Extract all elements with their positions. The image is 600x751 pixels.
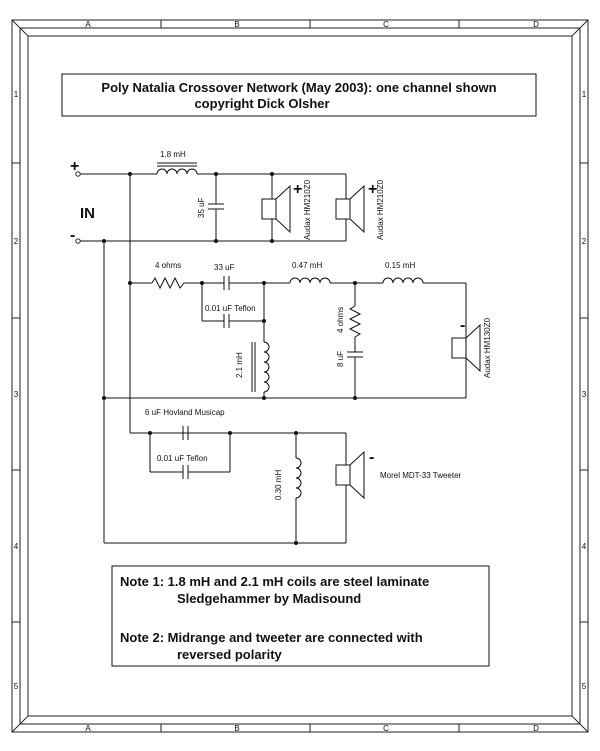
inductor-l5 — [295, 433, 302, 543]
note-2-line-2: reversed polarity — [177, 647, 283, 662]
r2-value: 4 ohms — [336, 307, 345, 333]
tweeter-speaker-icon — [296, 432, 365, 543]
grid-row-left-2: 2 — [14, 237, 19, 246]
r1-value: 4 ohms — [155, 261, 181, 270]
c3-value: 0.01 uF Teflon — [205, 304, 256, 313]
capacitor-c5 — [150, 426, 189, 440]
title-line-2: copyright Dick Olsher — [194, 96, 329, 111]
grid-row-right-1: 1 — [582, 90, 587, 99]
grid-row-right-5: 5 — [582, 682, 587, 691]
c2-value: 33 uF — [214, 263, 235, 272]
grid-row-right-2: 2 — [582, 237, 587, 246]
l2-value: 0.47 mH — [292, 261, 322, 270]
c4-value: 8 uF — [336, 351, 345, 367]
grid-row-right-4: 4 — [582, 542, 587, 551]
l1-value: 1.8 mH — [160, 150, 186, 159]
woofer-1-speaker-icon — [261, 174, 291, 241]
input-plus-sign: + — [70, 158, 79, 175]
grid-row-left-3: 3 — [14, 390, 19, 399]
grid-col-top-a: A — [85, 20, 91, 29]
midrange-section: 4 ohms 33 uF 0.01 uF Teflon 2.1 mH — [130, 261, 492, 398]
woofer-1-model: Audax HM210Z0 — [303, 179, 312, 240]
zobel-network — [347, 283, 363, 398]
input-minus-sign: - — [70, 227, 75, 244]
note-1-line-2: Sledgehammer by Madisound — [177, 591, 361, 606]
title-line-1: Poly Natalia Crossover Network (May 2003… — [101, 80, 496, 95]
tweeter-polarity: - — [369, 449, 374, 466]
title-box: Poly Natalia Crossover Network (May 2003… — [61, 73, 537, 117]
l5-value: 0.30 mH — [274, 470, 283, 500]
capacitor-c3 — [201, 283, 265, 342]
drawing-frame — [11, 19, 589, 733]
grid-col-top-c: C — [383, 20, 389, 29]
grid-row-left-1: 1 — [14, 90, 19, 99]
note-1-line-1: Note 1: 1.8 mH and 2.1 mH coils are stee… — [120, 574, 429, 589]
midrange-polarity: - — [460, 317, 465, 334]
capacitor-c1 — [208, 174, 224, 241]
input-terminals: + IN - — [70, 158, 95, 244]
woofer-2-speaker-icon — [335, 174, 365, 241]
grid-row-right-3: 3 — [582, 390, 587, 399]
grid-row-left-4: 4 — [14, 542, 19, 551]
grid-labels: A B C D A B C D 1 2 3 4 5 1 2 3 4 5 — [14, 20, 587, 733]
midrange-speaker-icon — [451, 283, 481, 398]
grid-col-bottom-d: D — [533, 724, 539, 733]
tweeter-section: 6 uF Hovland Musicap 0.01 uF Teflon 0.30… — [130, 408, 462, 543]
grid-col-bottom-b: B — [234, 724, 239, 733]
c1-value: 35 uF — [197, 197, 206, 218]
ground-rails — [103, 174, 466, 544]
inductor-l1 — [156, 162, 198, 175]
inductor-l2 — [289, 277, 383, 284]
woofer-2-model: Audax HM210Z0 — [376, 179, 385, 240]
note-2-line-1: Note 2: Midrange and tweeter are connect… — [120, 630, 423, 645]
notes-box: Note 1: 1.8 mH and 2.1 mH coils are stee… — [111, 565, 490, 667]
c5-value: 6 uF Hovland Musicap — [145, 408, 225, 417]
midrange-model: Audax HM130Z0 — [483, 317, 492, 378]
l3-value: 0.15 mH — [385, 261, 415, 270]
grid-col-bottom-a: A — [85, 724, 91, 733]
inductor-l3 — [382, 277, 466, 284]
junction-dots — [75, 171, 357, 545]
capacitor-c2 — [202, 276, 290, 290]
grid-col-top-b: B — [234, 20, 239, 29]
inductor-l4 — [251, 341, 270, 398]
grid-col-bottom-c: C — [383, 724, 389, 733]
grid-row-left-5: 5 — [14, 682, 19, 691]
l4-value: 2.1 mH — [235, 352, 244, 378]
c6-value: 0.01 uF Teflon — [157, 454, 208, 463]
woofer-section: 1.8 mH 35 uF + Audax HM210Z0 + Audax HM2… — [78, 150, 385, 242]
grid-col-top-d: D — [533, 20, 539, 29]
tweeter-model: Morel MDT-33 Tweeter — [380, 471, 462, 480]
resistor-r1 — [130, 276, 202, 290]
woofer-1-polarity: + — [293, 181, 302, 198]
input-label: IN — [80, 205, 95, 222]
woofer-2-polarity: + — [368, 181, 377, 198]
capacitor-c6 — [149, 433, 231, 479]
